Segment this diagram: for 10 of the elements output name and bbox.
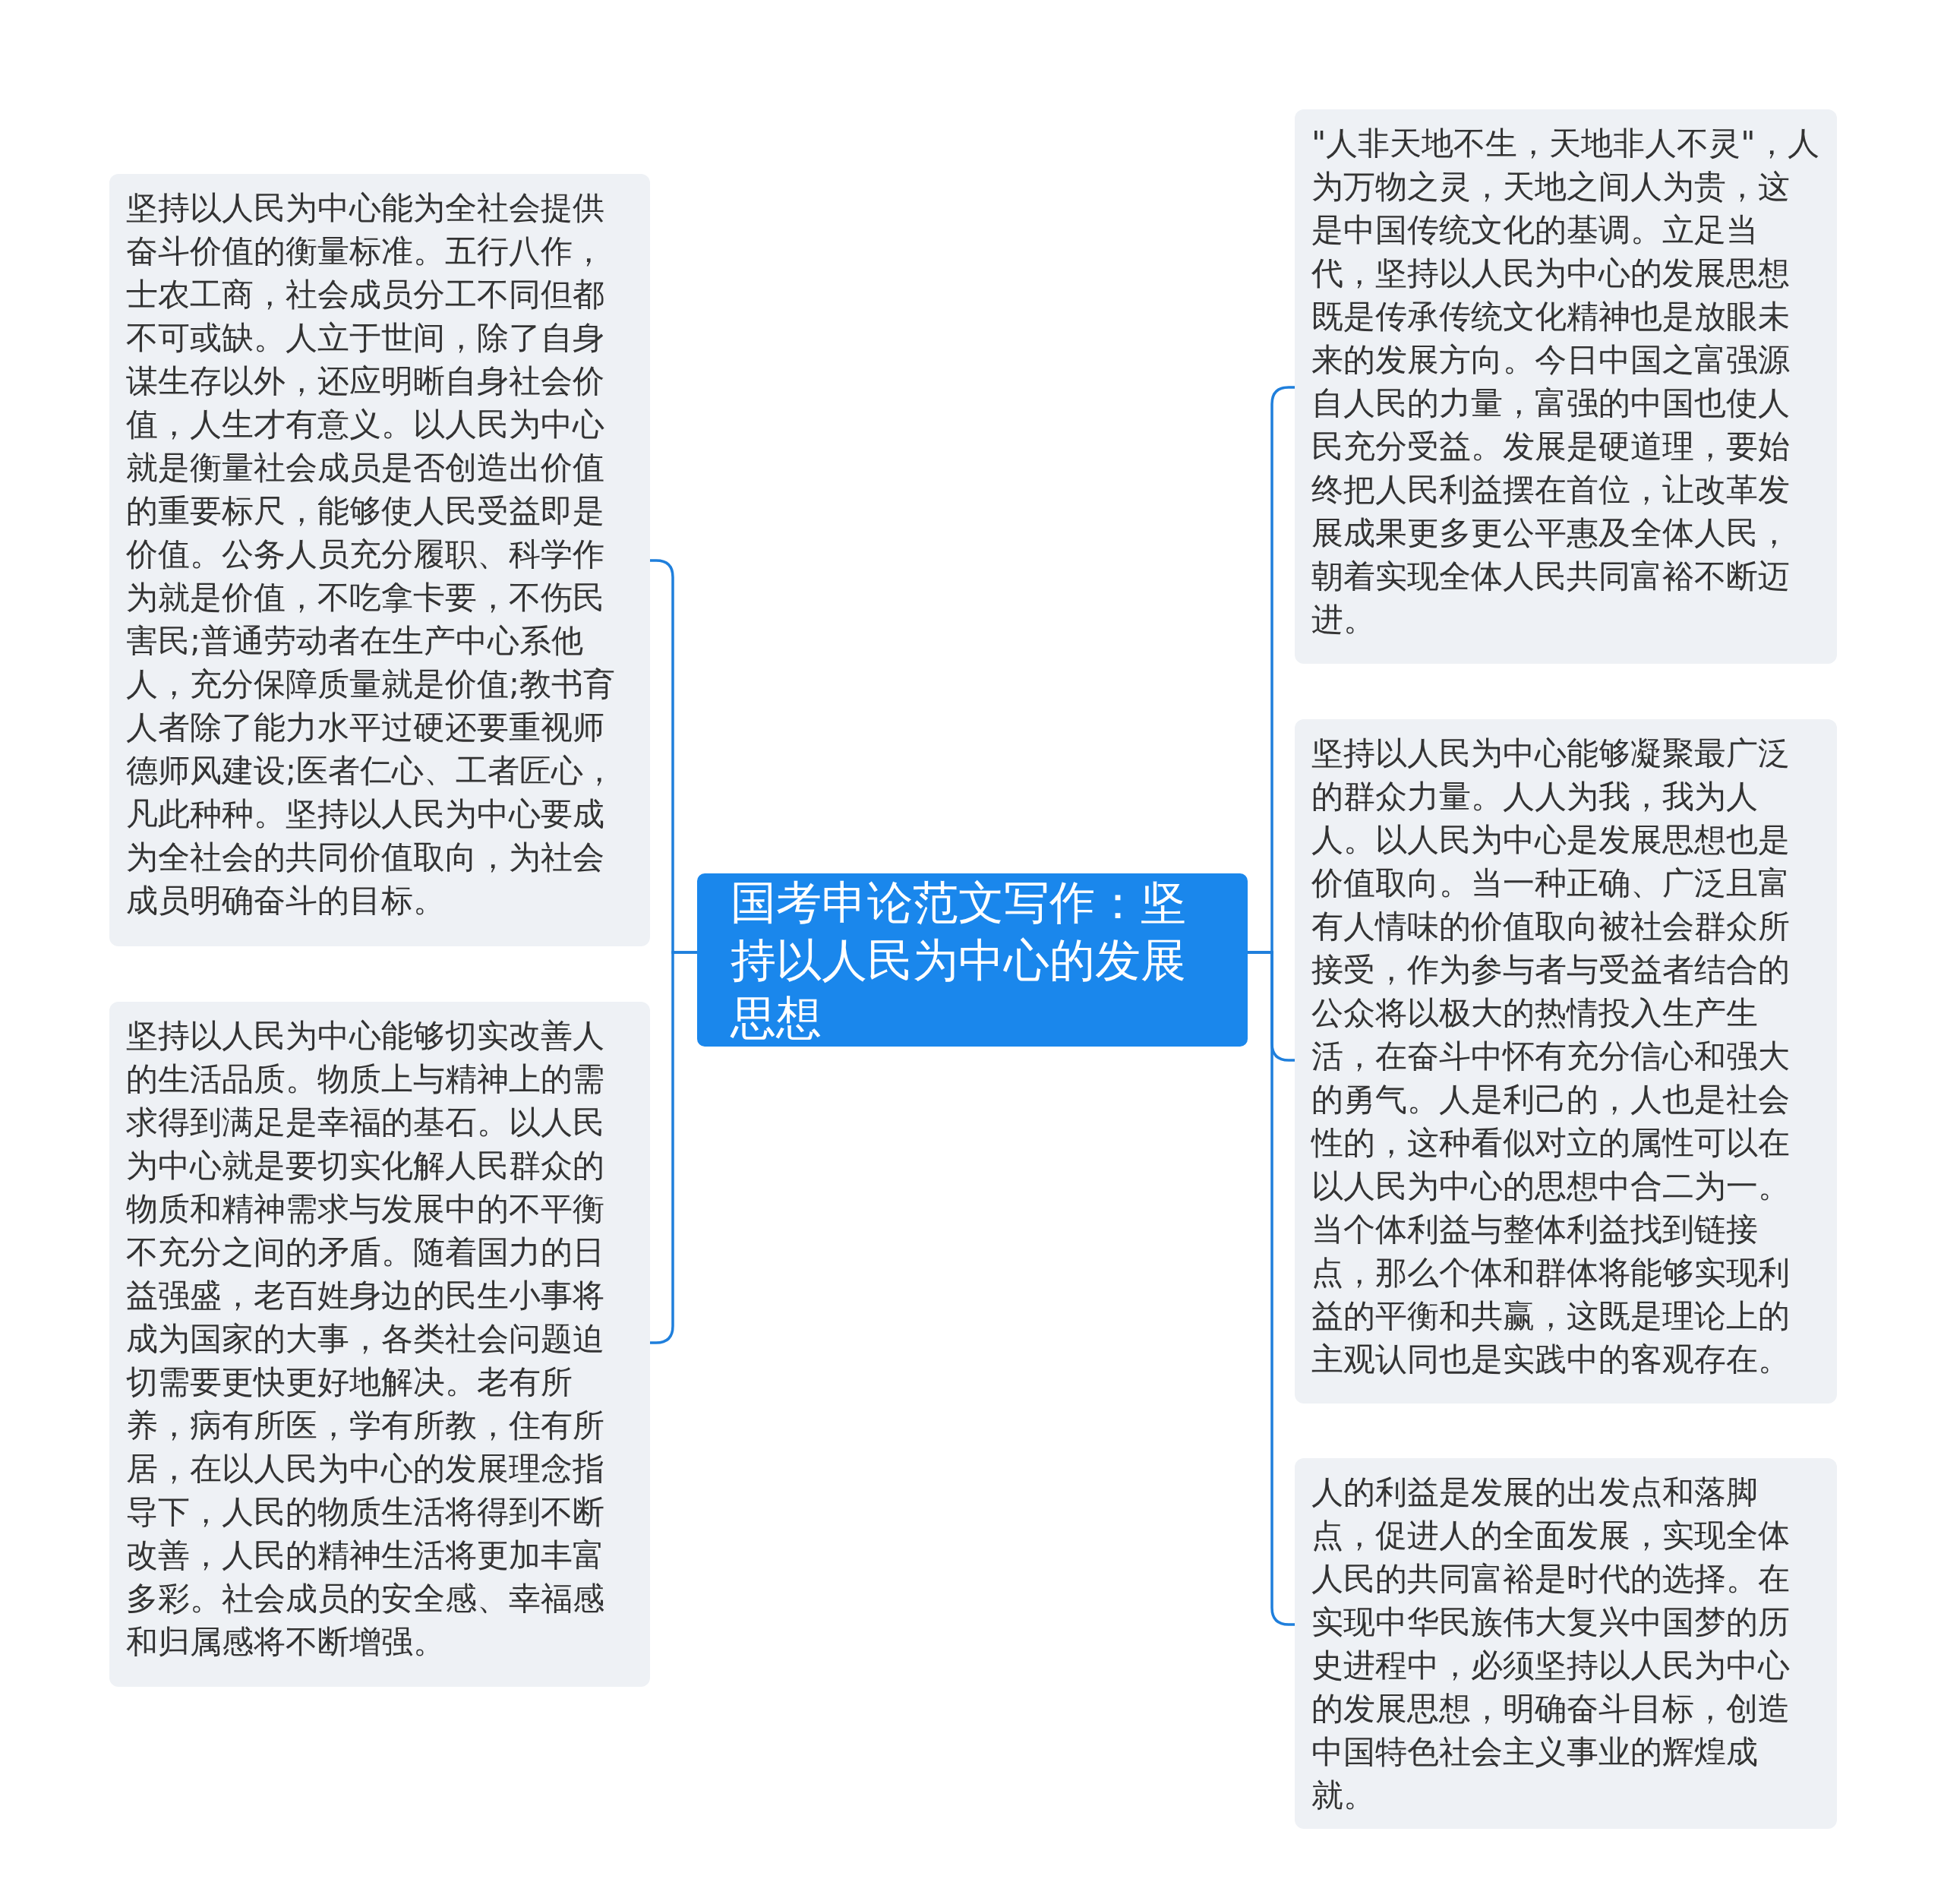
text-card [109, 1002, 650, 1687]
body-text: 坚持以人民为中心能够切实改善人的生活品质。物质上与精神上的需求得到满足是幸福的基石。以人民为中心就是要切实化解人民群众的物质和精神需求与发展中的不平衡不充分之间的矛盾。随着国力的日益强盛，老百姓身边的民生小事将成为国家的大事，各类社会问题迫切需要更快更好地解决。老有所养，病有所医，学有所教，住有所居，在以人民为中心的发展理念指导下，人民的物质生活将得到不断改善，人民的精神生活将更加丰富多彩。社会成员的安全感、幸福感和归属感将不断增强。 [126, 1016, 605, 1662]
body-text: 坚持以人民为中心能够凝聚最广泛的群众力量。人人为我，我为人人。以人民为中心是发展思想也是价值取向。当一种正确、广泛且富有人情味的价值取向被社会群众所接受，作为参与者与受益者结合的公众将以极大的热情投入生产生活，在奋斗中怀有充分信心和强大的勇气。人是利己的，人也是社会性的，这种看似对立的属性可以在以人民为中心的思想中合二为一。当个体利益与整体利益找到链接点，那么个体和群体将能够实现利益的平衡和共赢，这既是理论上的主观认同也是实践中的客观存在。 [1311, 734, 1791, 1379]
topic-title: 国考申论范文写作：坚持以人民为中心的发展思想 [731, 875, 1187, 1046]
body-text: "人非天地不生，天地非人不灵"，人为万物之灵，天地之间人为贵，这是中国传统文化的基调。立足当代，坚持以人民为中心的发展思想既是传承传统文化精神也是放眼未来的发展方向。今日中国之富强源自人民的力量，富强的中国也使人民充分受益。发展是硬道理，要始终把人民利益摆在首位，让改革发展成果更多更公平惠及全体人民，朝着实现全体人民共同富裕不断迈进。 [1311, 124, 1820, 639]
text-card [1295, 719, 1837, 1404]
central-topic-box [697, 873, 1248, 1047]
body-text: 坚持以人民为中心能为全社会提供奋斗价值的衡量标准。五行八作，士农工商，社会成员分工不同但都不可或缺。人立于世间，除了自身谋生存以外，还应明晰自身社会价值，人生才有意义。以人民为中心就是衡量社会成员是否创造出价值的重要标尺，能够使人民受益即是价值。公务人员充分履职、科学作为就是价值，不吃拿卡要，不伤民害民;普通劳动者在生产中心系他人，充分保障质量就是价值;教书育人者除了能力水平过硬还要重视师德师风建设;医者仁心、工者匠心，凡此种种。坚持以人民为中心要成为全社会的共同价值取向，为社会成员明确奋斗的目标。 [126, 188, 617, 920]
text-card [1295, 1458, 1837, 1829]
body-text: 人的利益是发展的出发点和落脚点，促进人的全面发展，实现全体人民的共同富裕是时代的选择。在实现中华民族伟大复兴中国梦的历史进程中，必须坚持以人民为中心的发展思想，明确奋斗目标，创造中国特色社会主义事业的辉煌成就。 [1311, 1473, 1791, 1815]
